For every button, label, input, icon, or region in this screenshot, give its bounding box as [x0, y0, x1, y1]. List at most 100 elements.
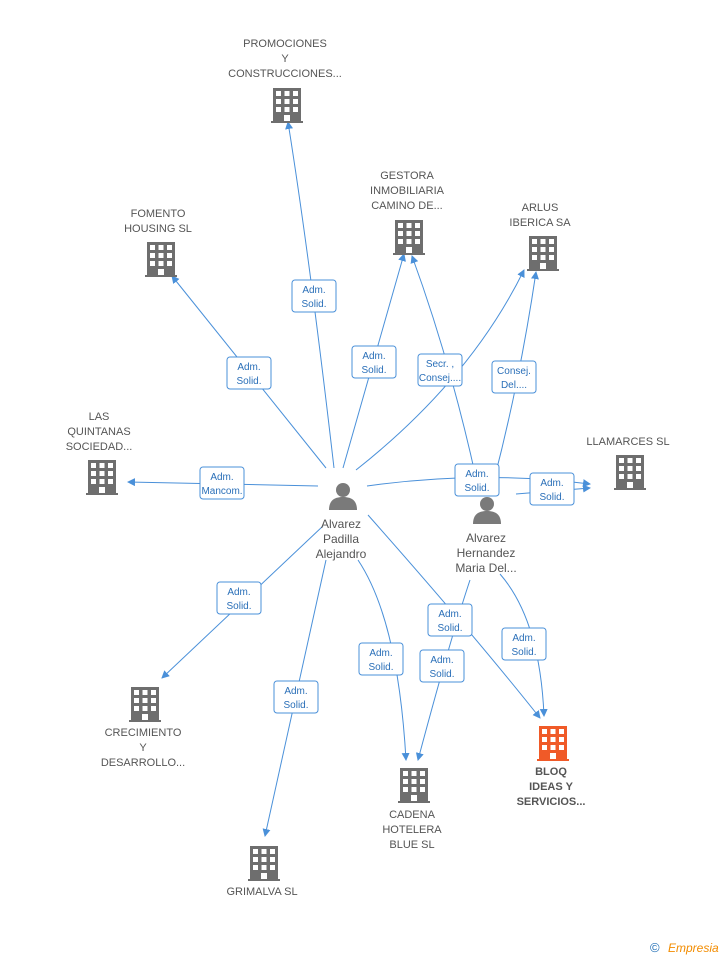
person-name-line: Alejandro [316, 547, 367, 561]
role-badge-p1-c2[interactable]: Adm. Solid. [351, 345, 397, 379]
person-name-line: Alvarez [466, 531, 506, 545]
company-name-line: IDEAS Y [529, 781, 573, 793]
role-badge-p2-c3[interactable]: Consej. Del.... [491, 360, 537, 394]
role-badge-text: Adm. [369, 648, 392, 659]
role-badge-text: Adm. [210, 472, 233, 483]
company-name-line: BLUE SL [389, 839, 434, 851]
role-badge-text: Solid. [464, 483, 489, 494]
role-badge-text: Solid. [361, 365, 386, 376]
building-icon [398, 768, 430, 803]
role-badge-p1-c7[interactable]: Adm.Solid. [216, 581, 262, 615]
company-name-line: Y [281, 53, 289, 65]
building-icon [248, 846, 280, 881]
role-badge-box [419, 649, 465, 683]
building-icon [614, 455, 646, 490]
building-icon [393, 220, 425, 255]
role-badge-p1-c1[interactable]: Adm.Solid. [291, 279, 337, 313]
role-badge-text: Mancom. [201, 486, 242, 497]
role-badge-p1-c9[interactable]: Adm.Solid. [273, 680, 319, 714]
person-name-line: Maria Del... [455, 561, 516, 575]
edge-p1-c8 [357, 559, 410, 761]
edges-layer [127, 121, 591, 837]
role-badge-p1-c10[interactable]: Adm.Solid. [427, 603, 473, 637]
company-node-c3[interactable]: ARLUS IBERICA SA [509, 202, 571, 271]
role-badge-p1-c6[interactable]: Adm.Solid. [454, 463, 500, 497]
role-badge-text: Adm. [227, 587, 250, 598]
company-node-c5[interactable]: LAS QUINTANAS SOCIEDAD... [66, 411, 133, 495]
role-badge-p2-c6[interactable]: Adm. Solid. [529, 472, 575, 506]
role-badge-text: Solid. [301, 299, 326, 310]
company-node-c4[interactable]: FOMENTO HOUSING SL [124, 208, 192, 277]
building-icon [129, 687, 161, 722]
company-name-line: INMOBILIARIA [370, 185, 445, 197]
role-badge-p1-c8[interactable]: Adm.Solid. [358, 642, 404, 676]
role-badge-box [417, 353, 463, 387]
building-icon [537, 726, 569, 761]
company-node-c9[interactable]: GRIMALVA SL [226, 846, 298, 898]
company-name-line: CRECIMIENTO [105, 727, 182, 739]
company-name-line: SOCIEDAD... [66, 441, 133, 453]
role-badge-p1-c5[interactable]: Adm. Mancom. [199, 466, 245, 500]
role-badge-box [529, 472, 575, 506]
company-name-line: BLOQ [535, 766, 567, 778]
role-badge-text: Del.... [501, 380, 527, 391]
role-badge-text: Adm. [512, 633, 535, 644]
role-badge-text: Adm. [438, 609, 461, 620]
company-node-c7[interactable]: CRECIMIENTOYDESARROLLO... [101, 687, 185, 769]
role-badge-text: Consej.... [419, 373, 461, 384]
edge-p1-c1 [285, 121, 335, 469]
company-node-c8[interactable]: CADENA HOTELERA BLUE SL [382, 768, 442, 851]
company-name-line: Y [139, 742, 147, 754]
role-badge-text: Adm. [430, 655, 453, 666]
company-name-line: FOMENTO [131, 208, 186, 220]
role-badge-box [454, 463, 500, 497]
role-badge-text: Adm. [362, 351, 385, 362]
person-icon [473, 497, 501, 524]
person-name-line: Alvarez [321, 517, 361, 531]
company-name-line: ARLUS [522, 202, 559, 214]
nodes-layer: PROMOCIONES Y CONSTRUCCIONES... GESTORA INMO… [66, 38, 670, 898]
company-node-c2[interactable]: GESTORA INMOBILIARIA CAMINO DE... [370, 170, 445, 255]
company-node-c1[interactable]: PROMOCIONES Y CONSTRUCCIONES... [228, 38, 342, 123]
company-name-line: CADENA [389, 809, 436, 821]
role-badge-p2-c10[interactable]: Adm. Solid. [501, 627, 547, 661]
company-name-line: LAS [89, 411, 110, 423]
role-badge-box [199, 466, 245, 500]
role-badge-box [291, 279, 337, 313]
badges-layer: Adm. Solid. Adm. Solid. Secr. ,Consej.... Adm… [199, 279, 575, 714]
role-badge-text: Consej. [497, 366, 531, 377]
role-badge-box [216, 581, 262, 615]
role-badge-box [491, 360, 537, 394]
role-badge-box [501, 627, 547, 661]
company-name-line: CAMINO DE... [371, 200, 443, 212]
role-badge-text: Adm. [540, 478, 563, 489]
role-badge-text: Solid. [511, 647, 536, 658]
role-badge-p1-c3[interactable]: Secr. ,Consej.... [417, 353, 463, 387]
role-badge-text: Adm. [237, 362, 260, 373]
company-name-line: IBERICA SA [509, 217, 571, 229]
company-name-line: HOTELERA [382, 824, 442, 836]
role-badge-p1-c4[interactable]: Adm.Solid. [226, 356, 272, 390]
role-badge-box [427, 603, 473, 637]
company-name-line: LLAMARCES SL [586, 436, 669, 448]
company-name-line: CONSTRUCCIONES... [228, 68, 342, 80]
role-badge-box [273, 680, 319, 714]
person-icon [329, 483, 357, 510]
building-icon [145, 242, 177, 277]
building-icon [527, 236, 559, 271]
company-name-line: GRIMALVA SL [226, 886, 297, 898]
copyright-symbol: © [650, 940, 660, 955]
person-name-line: Hernandez [457, 546, 516, 560]
company-name-line: QUINTANAS [67, 426, 130, 438]
role-badge-text: Solid. [539, 492, 564, 503]
company-name-line: HOUSING SL [124, 223, 192, 235]
company-name-line: PROMOCIONES [243, 38, 327, 50]
role-badge-box [358, 642, 404, 676]
company-name-line: GESTORA [380, 170, 434, 182]
role-badge-p2-c8[interactable]: Adm.Solid. [419, 649, 465, 683]
company-node-c6[interactable]: LLAMARCES SL [586, 436, 670, 490]
